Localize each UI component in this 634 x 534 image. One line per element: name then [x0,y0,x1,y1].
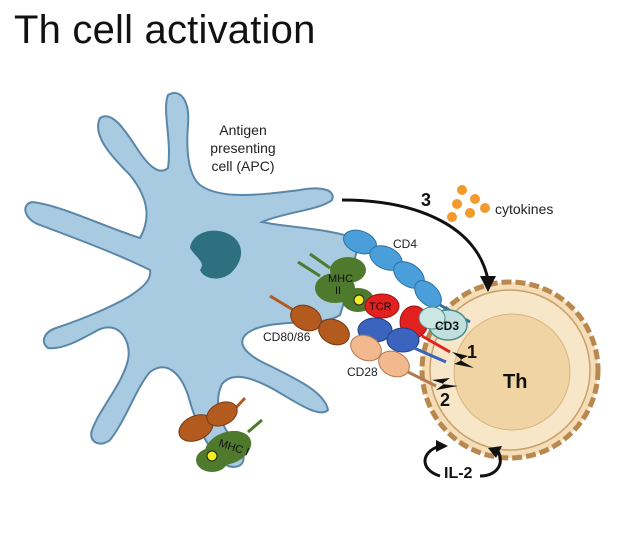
mhc-ii-antigen [353,294,365,306]
cd80-86-label: CD80/86 [263,330,311,344]
tcr-label: TCR [369,301,392,313]
th-label: Th [503,371,527,393]
signal-2-number: 2 [440,390,450,410]
mhc-ii-stalk [297,260,321,278]
mhc-i-brown-domain [206,401,238,427]
page-title: Th cell activation [14,8,316,52]
signal-3-arrowhead [480,276,496,292]
cytokines-label: cytokines [495,201,553,217]
signal-1-bolt-icon [452,352,474,368]
tcr-stalk [413,346,447,364]
cd28-molecule [350,334,437,388]
il2-left-arrow [423,444,441,478]
cd80-86-molecule [269,294,350,346]
cd28-label: CD28 [347,365,378,379]
signal-3-arrow [341,198,490,281]
cd3-domain [418,306,446,330]
signal-3-number: 3 [421,190,431,210]
il2-right-arrowhead [488,446,502,458]
cd28-stalk [407,370,437,388]
mhc-i-molecule [178,396,263,472]
apc-body [24,92,362,468]
cytokine-dot [480,203,490,213]
cd3-molecule [418,306,468,341]
apc-nucleus [190,230,242,279]
tcr-blue-domain [386,327,420,353]
apc-label-line2: presenting [210,140,275,156]
il2-label: IL-2 [444,465,473,482]
cytokine-dot [447,212,457,222]
apc-label-line1: Antigen [219,122,266,138]
mhc-ii-label-line2: II [335,285,341,297]
signal-1-number: 1 [467,342,477,362]
tcr-stalk [421,334,451,354]
cytokine-dot [452,199,462,209]
mhc-i-stalk [247,418,263,434]
cytokine-dot [457,185,467,195]
tcr-red-domain [364,293,400,319]
cd28-domain [378,350,410,378]
cd4-domain [414,280,442,308]
cd3-label: CD3 [435,319,459,333]
cytokine-dot [465,208,475,218]
mhc-i-antigen [206,450,218,462]
mhc-ii-label-line1: MHC [328,273,353,285]
signal-2-bolt-icon [432,378,458,390]
il2-left-arrowhead [436,440,448,452]
cd80-86-domain [318,318,350,346]
th-cell-nucleus [453,313,571,431]
mhc-ii-domain [330,257,366,283]
cytokine-dot [470,194,480,204]
apc-cell [24,92,362,468]
cd4-label: CD4 [393,237,417,251]
cytokines-cluster [447,185,490,222]
cd4-molecule [343,229,471,324]
apc-label-line3: cell (APC) [211,158,274,174]
mhc-ii-stalk [309,252,331,270]
